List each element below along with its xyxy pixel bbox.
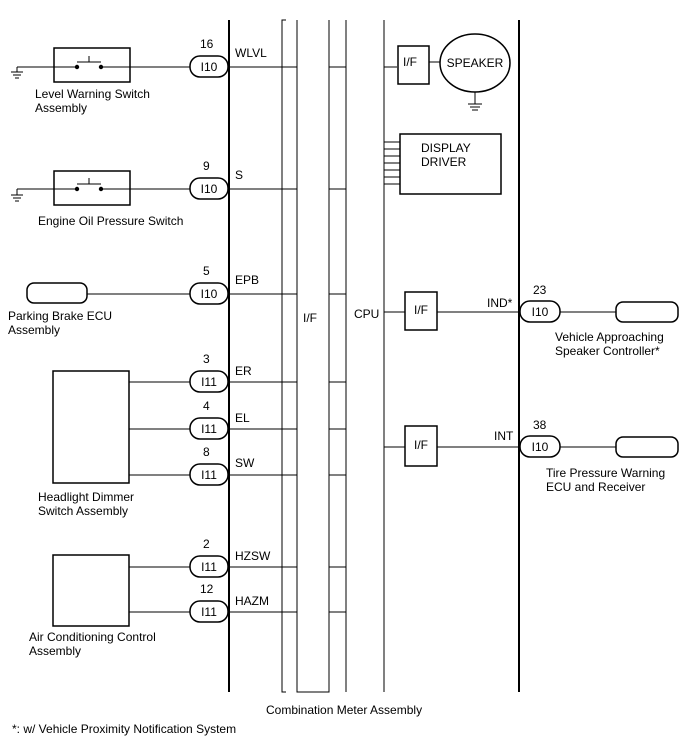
connector-hzsw: I11 2 HZSW <box>189 537 271 578</box>
cpu-label: CPU <box>354 307 379 321</box>
vehicle-approaching-speaker-label-1: Vehicle Approaching <box>555 330 664 344</box>
vehicle-approaching-speaker-label-2: Speaker Controller* <box>555 344 660 358</box>
connector-id: I10 <box>201 182 218 196</box>
level-warning-switch <box>11 47 190 83</box>
speaker-label: SPEAKER <box>447 56 504 70</box>
connector-int: I10 38 INT <box>494 418 616 458</box>
connector-el: I11 4 EL <box>189 399 250 440</box>
connector-id: I11 <box>201 422 217 436</box>
speaker-if-label: I/F <box>403 55 417 69</box>
parking-brake-ecu-label-2: Assembly <box>8 323 60 337</box>
air-conditioning-control-label-1: Air Conditioning Control <box>29 630 156 644</box>
if-column <box>296 20 330 693</box>
signal-name: S <box>235 168 243 182</box>
connector-ind: I10 23 IND* <box>487 283 616 323</box>
combination-meter-assembly-label: Combination Meter Assembly <box>266 703 422 717</box>
pin-number: 4 <box>203 399 210 413</box>
signal-name: SW <box>235 456 255 470</box>
pin-number: 8 <box>203 445 210 459</box>
display-driver-label-1: DISPLAY <box>421 141 471 155</box>
pin-number: 5 <box>203 264 210 278</box>
pin-number: 38 <box>533 418 547 432</box>
connector-id: I10 <box>201 287 218 301</box>
signal-name: EPB <box>235 273 259 287</box>
headlight-dimmer-switch-label-1: Headlight Dimmer <box>38 490 134 504</box>
level-warning-switch-label-2: Assembly <box>35 101 87 115</box>
ind-if-block <box>384 291 520 331</box>
pin-number: 3 <box>203 352 210 366</box>
air-conditioning-control-label-2: Assembly <box>29 644 81 658</box>
pin-number: 9 <box>203 159 210 173</box>
connector-id: I10 <box>532 440 549 454</box>
parking-brake-ecu <box>26 282 190 304</box>
signal-name: WLVL <box>235 46 267 60</box>
connector-hazm: I11 12 HAZM <box>189 582 269 623</box>
connector-epb: I10 5 EPB <box>189 264 259 305</box>
connector-id: I10 <box>201 60 218 74</box>
int-if-label: I/F <box>414 438 428 452</box>
display-driver-label-2: DRIVER <box>421 155 467 169</box>
air-conditioning-control <box>52 554 190 627</box>
pin-number: 23 <box>533 283 547 297</box>
tire-pressure-warning-ecu-label-2: ECU and Receiver <box>546 480 645 494</box>
footnote: *: w/ Vehicle Proximity Notification Sys… <box>12 722 236 736</box>
tire-pressure-warning-ecu <box>615 436 679 458</box>
pin-number: 16 <box>200 37 214 51</box>
if-bracket <box>281 19 286 693</box>
connector-id: I10 <box>532 305 549 319</box>
connector-id: I11 <box>201 375 217 389</box>
if-column-label: I/F <box>303 311 317 325</box>
connector-er: I11 3 ER <box>189 352 252 393</box>
headlight-dimmer-switch <box>52 370 190 484</box>
headlight-dimmer-switch-label-2: Switch Assembly <box>38 504 128 518</box>
connector-id: I11 <box>201 560 217 574</box>
engine-oil-pressure-switch-label: Engine Oil Pressure Switch <box>38 214 183 228</box>
tire-pressure-warning-ecu-label-1: Tire Pressure Warning <box>546 466 665 480</box>
speaker-section <box>384 33 511 111</box>
connector-sw: I11 8 SW <box>189 445 255 486</box>
connector-s: I10 9 S <box>189 159 243 200</box>
level-warning-switch-label-1: Level Warning Switch <box>35 87 150 101</box>
engine-oil-pressure-switch <box>11 170 190 206</box>
pin-number: 2 <box>203 537 210 551</box>
signal-name: HAZM <box>235 594 269 608</box>
parking-brake-ecu-label-1: Parking Brake ECU <box>8 309 112 323</box>
ind-if-label: I/F <box>414 303 428 317</box>
signal-name: HZSW <box>235 549 271 563</box>
signal-name: ER <box>235 364 252 378</box>
int-if-block <box>384 425 520 467</box>
signal-name: IND* <box>487 296 513 310</box>
left-signal-lines <box>229 66 346 613</box>
display-driver <box>384 133 502 195</box>
signal-name: INT <box>494 429 514 443</box>
connector-id: I11 <box>201 468 217 482</box>
vehicle-approaching-speaker-controller <box>615 301 679 323</box>
connector-wlvl: I10 16 WLVL <box>189 37 267 78</box>
pin-number: 12 <box>200 582 214 596</box>
signal-name: EL <box>235 411 250 425</box>
connector-id: I11 <box>201 605 217 619</box>
